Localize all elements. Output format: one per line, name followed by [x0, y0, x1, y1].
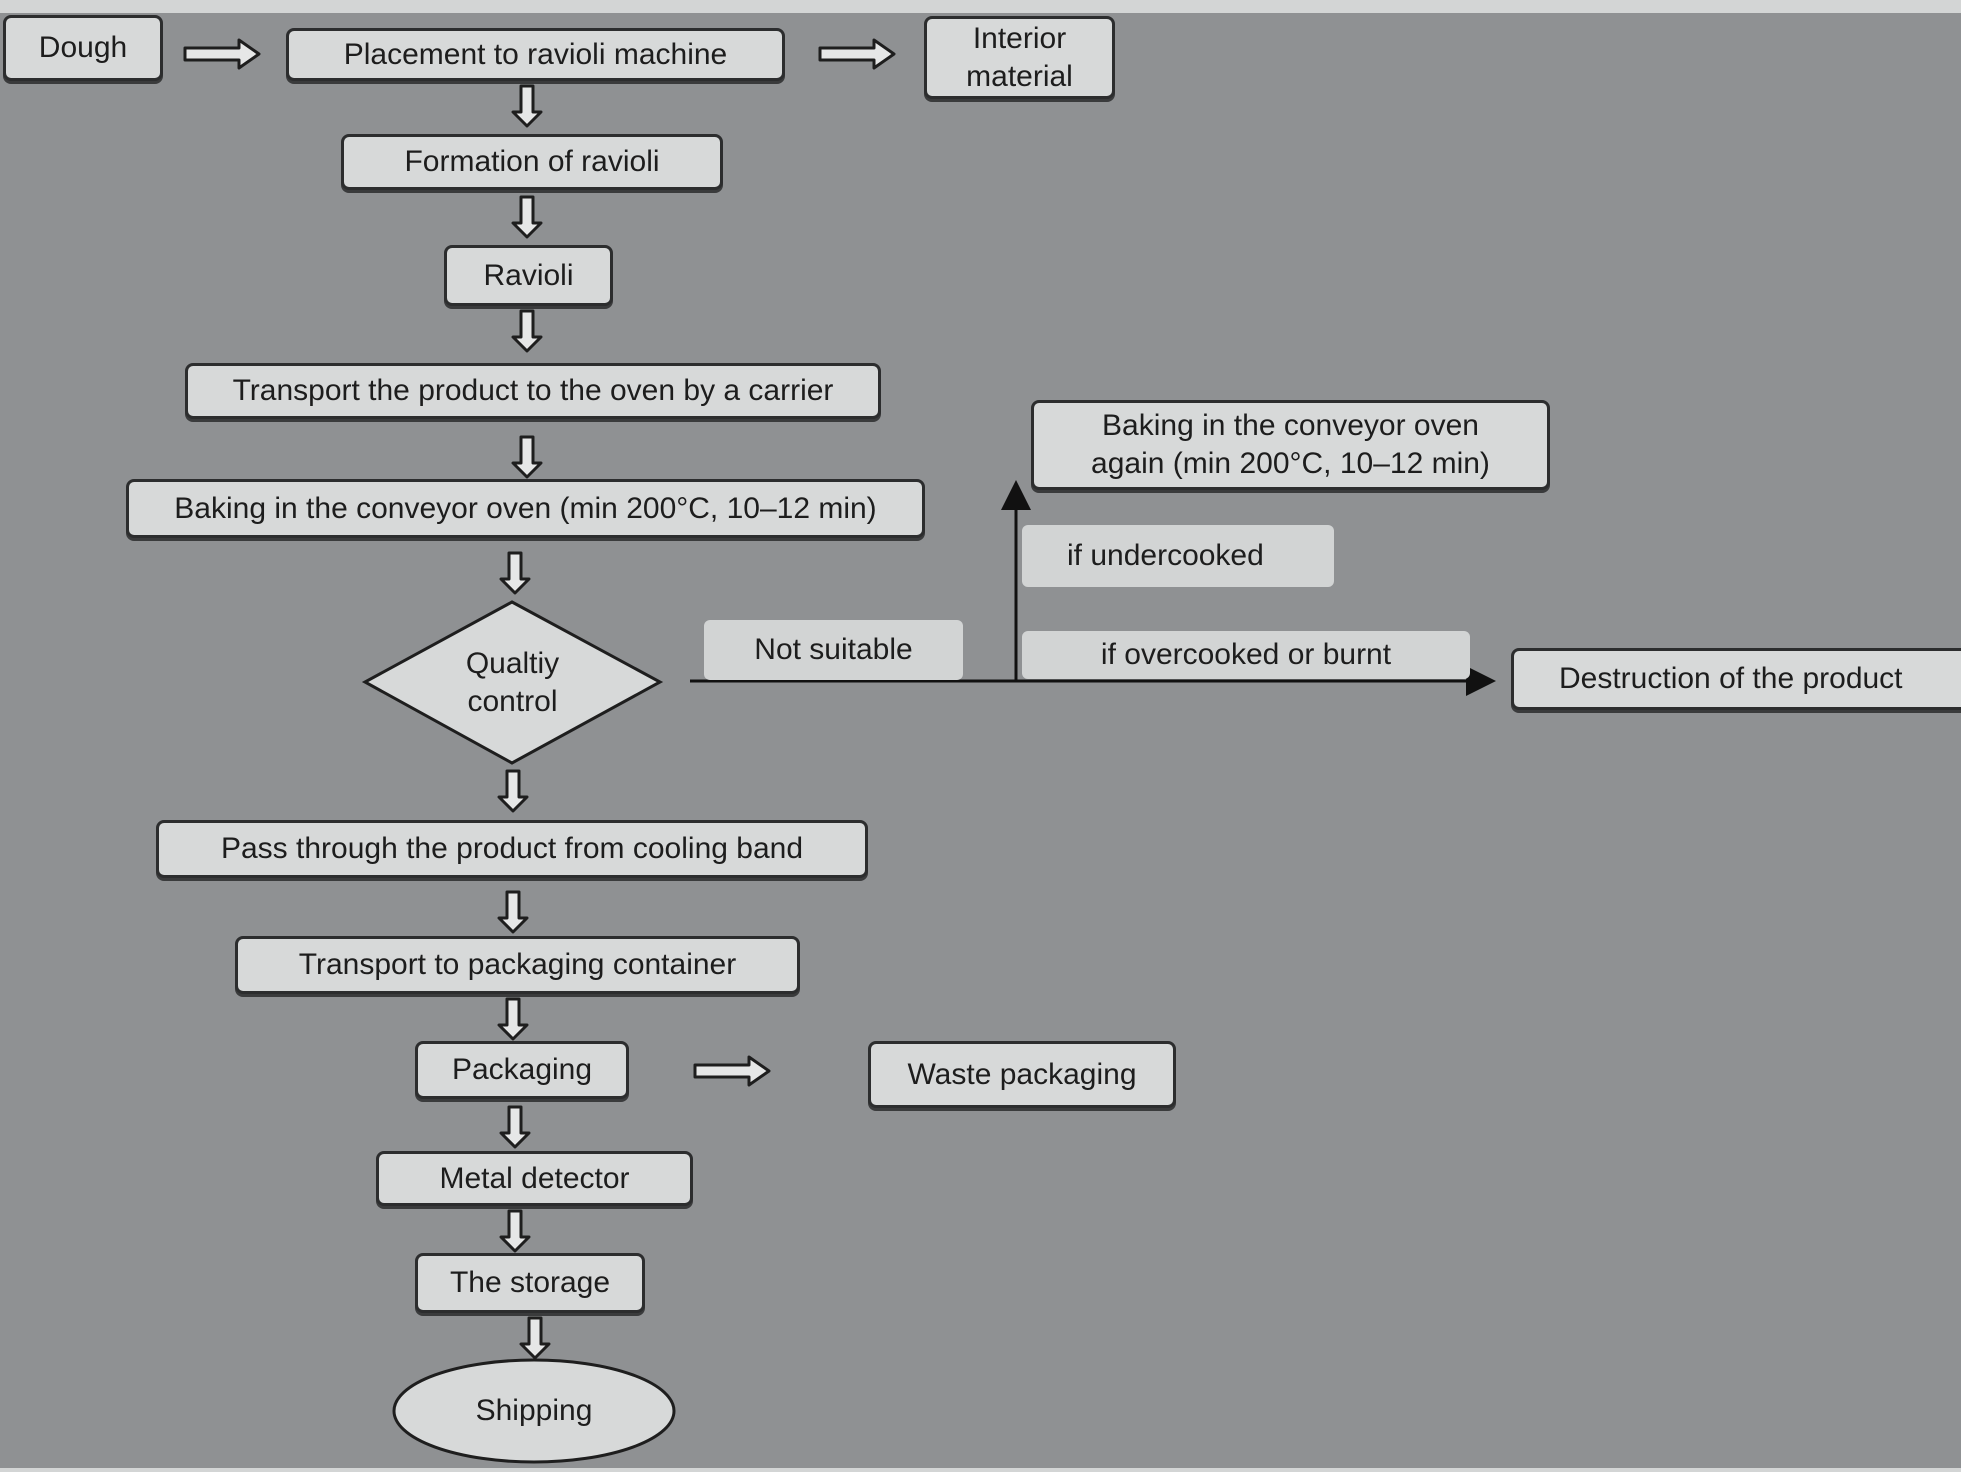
node-packaging-label: Packaging — [451, 1053, 593, 1086]
node-waste-packaging-label: Waste packaging — [907, 1057, 1137, 1091]
node-placement: Placement to ravioli machine — [286, 28, 785, 81]
node-interior-material-label: Interior material — [966, 21, 1073, 93]
bottom-border — [0, 1468, 1961, 1472]
node-storage: The storage — [415, 1253, 645, 1313]
node-ravioli: Ravioli — [444, 245, 613, 306]
node-baking-again-label: Baking in the conveyor oven again (min 2… — [1091, 409, 1490, 480]
node-waste-packaging: Waste packaging — [868, 1041, 1176, 1108]
node-cooling: Pass through the product from cooling ba… — [156, 820, 868, 878]
node-quality-control-label: Qualtiy control — [465, 646, 560, 718]
arrow-baking-to-quality — [499, 551, 531, 595]
node-shipping: Shipping — [394, 1360, 674, 1462]
arrow-formation-to-ravioli — [511, 195, 543, 239]
node-metal-detector: Metal detector — [376, 1151, 693, 1206]
node-interior-material: Interior material — [924, 16, 1115, 99]
label-overcooked: if overcooked or burnt — [1022, 631, 1470, 679]
arrow-packaging-to-waste — [693, 1055, 771, 1087]
node-destruction: Destruction of the product — [1511, 648, 1961, 710]
node-destruction-label: Destruction of the product — [1559, 662, 1903, 695]
node-transport-oven-label: Transport the product to the oven by a c… — [232, 374, 834, 407]
node-ravioli-label: Ravioli — [483, 258, 574, 292]
node-shipping-label: Shipping — [475, 1394, 593, 1427]
arrow-transport-pack-to-packaging — [497, 997, 529, 1041]
label-not-suitable: Not suitable — [704, 620, 963, 680]
label-undercooked: if undercooked — [1022, 525, 1334, 587]
node-transport-packaging: Transport to packaging container — [235, 936, 800, 994]
node-transport-oven: Transport the product to the oven by a c… — [185, 363, 881, 419]
arrow-cooling-to-transport-pack — [497, 890, 529, 934]
shipping-ellipse — [392, 1358, 676, 1464]
node-baking: Baking in the conveyor oven (min 200°C, … — [126, 479, 925, 538]
top-border — [0, 0, 1961, 13]
node-baking-label: Baking in the conveyor oven (min 200°C, … — [174, 491, 877, 525]
node-cooling-label: Pass through the product from cooling ba… — [220, 832, 804, 865]
arrow-quality-to-cooling — [497, 769, 529, 813]
label-not-suitable-text: Not suitable — [754, 633, 913, 666]
node-storage-label: The storage — [449, 1266, 611, 1299]
node-dough-label: Dough — [38, 31, 128, 64]
node-dough: Dough — [3, 15, 163, 81]
node-transport-packaging-label: Transport to packaging container — [298, 948, 737, 981]
node-formation-label: Formation of ravioli — [404, 145, 660, 178]
arrow-placement-to-interior — [818, 38, 896, 70]
node-formation: Formation of ravioli — [341, 134, 723, 190]
node-baking-again: Baking in the conveyor oven again (min 2… — [1031, 400, 1550, 490]
arrow-dough-to-placement — [183, 38, 261, 70]
quality-control-diamond — [361, 600, 664, 765]
label-undercooked-text: if undercooked — [1067, 539, 1264, 572]
arrow-transport-to-baking — [511, 435, 543, 479]
node-metal-detector-label: Metal detector — [439, 1161, 630, 1195]
node-placement-label: Placement to ravioli machine — [343, 37, 728, 71]
node-quality-control: Qualtiy control — [365, 602, 660, 763]
label-overcooked-text: if overcooked or burnt — [1100, 638, 1392, 671]
arrow-storage-to-shipping — [519, 1316, 551, 1360]
arrow-ravioli-to-transport — [511, 309, 543, 353]
arrow-metal-to-storage — [499, 1209, 531, 1253]
arrow-packaging-to-metal — [499, 1105, 531, 1149]
node-packaging: Packaging — [415, 1041, 629, 1099]
arrow-placement-to-formation — [511, 84, 543, 128]
